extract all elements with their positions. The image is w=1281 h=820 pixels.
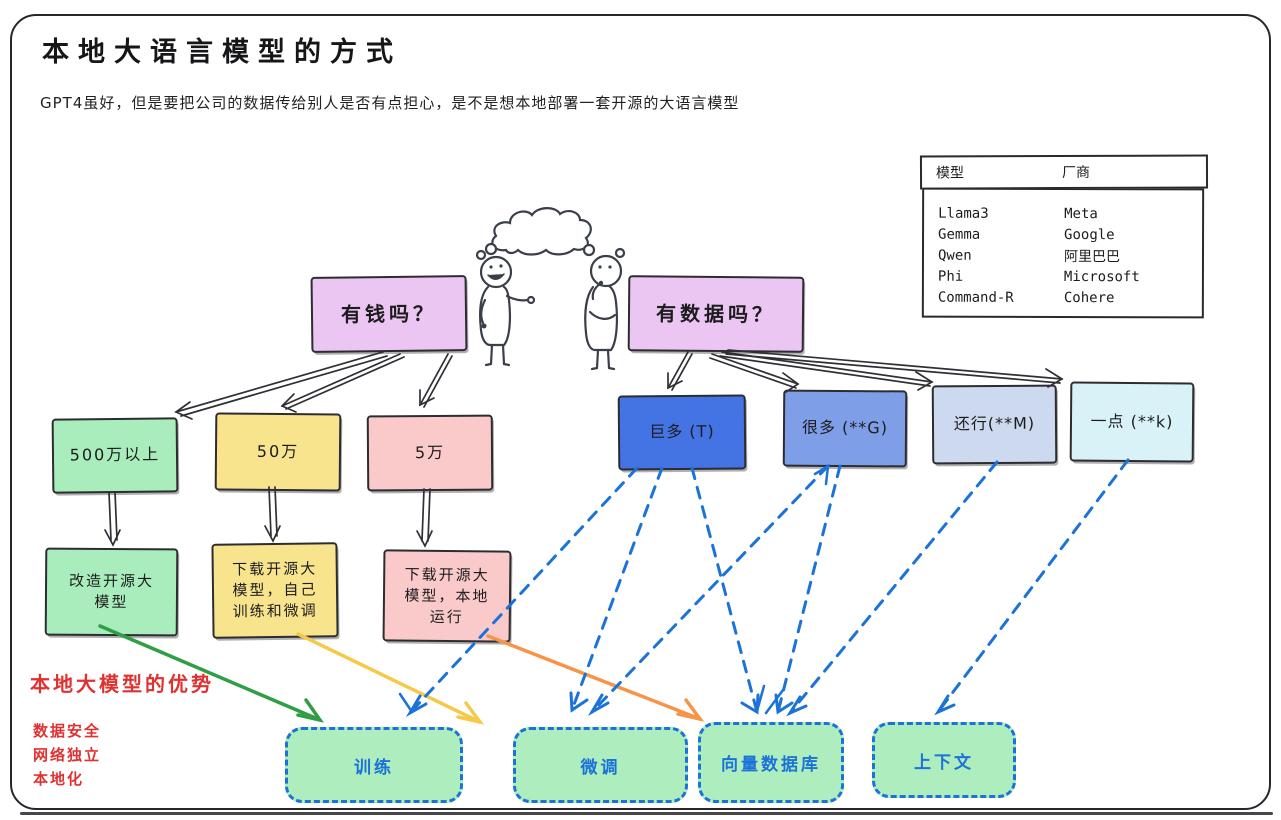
vendor-cell: Microsoft	[1063, 268, 1140, 285]
node-method-finetune: 微调	[513, 727, 688, 803]
node-question-money: 有钱吗？	[310, 275, 468, 353]
node-action-run-local: 下载开源大 模型，本地 运行	[382, 549, 512, 643]
action-line: 改造开源大	[68, 571, 155, 591]
table-row: Qwen 阿里巴巴	[924, 245, 1202, 267]
vendor-cell: Cohere	[1063, 289, 1115, 306]
node-budget-low: 5万	[366, 414, 494, 492]
node-data-some: 还行(**M)	[931, 384, 1058, 465]
node-budget-mid: 50万	[214, 412, 342, 492]
vendor-cell: 阿里巴巴	[1063, 248, 1121, 265]
model-cell: Gemma	[938, 226, 981, 243]
node-action-rebuild-model: 改造开源大 模型	[44, 547, 179, 637]
node-data-tons: 巨多 (T)	[617, 394, 747, 471]
action-line: 下载开源大	[232, 559, 318, 579]
node-method-context: 上下文	[872, 722, 1016, 798]
vendor-cell: Meta	[1064, 205, 1098, 222]
model-cell: Llama3	[938, 205, 989, 222]
model-table-header: 模型 厂商	[919, 154, 1209, 190]
page-title: 本地大语言模型的方式	[42, 37, 402, 68]
node-question-data: 有数据吗？	[627, 275, 805, 353]
model-cell: Qwen	[937, 247, 972, 264]
page-subtitle: GPT4虽好，但是要把公司的数据传给别人是否有点担心，是不是想本地部署一套开源的…	[40, 94, 740, 112]
table-row: Command-R Cohere	[924, 287, 1202, 309]
advantage-item: 数据安全	[33, 722, 102, 740]
action-line: 下载开源大	[404, 565, 490, 584]
action-line: 运行	[429, 607, 464, 626]
model-table-body: Llama3 Meta Gemma Google Qwen 阿里巴巴 Phi M…	[921, 187, 1205, 319]
node-data-lots: 很多 (**G)	[782, 389, 908, 468]
model-column-header: 模型	[935, 165, 965, 182]
table-row: Llama3 Meta	[924, 203, 1202, 225]
advantage-item: 本地化	[33, 770, 85, 788]
model-cell: Command-R	[937, 289, 1014, 306]
node-action-train-finetune: 下载开源大 模型，自己 训练和微调	[211, 542, 339, 639]
action-line: 模型，自己	[232, 580, 318, 600]
model-cell: Phi	[937, 268, 964, 285]
canvas-border	[10, 14, 1273, 815]
table-row: Gemma Google	[924, 224, 1202, 246]
vendor-cell: Google	[1064, 226, 1115, 243]
node-method-train: 训练	[285, 727, 463, 803]
node-budget-high: 500万以上	[51, 417, 179, 494]
action-line: 模型	[94, 592, 129, 612]
table-row: Phi Microsoft	[924, 266, 1202, 288]
node-data-little: 一点 (**k)	[1069, 381, 1195, 463]
vendor-column-header: 厂商	[1061, 164, 1091, 182]
action-line: 模型，本地	[404, 586, 490, 605]
action-line: 训练和微调	[232, 601, 318, 621]
advantages-title: 本地大模型的优势	[30, 672, 214, 696]
advantage-item: 网络独立	[33, 746, 102, 764]
node-method-vector-db: 向量数据库	[698, 722, 844, 803]
